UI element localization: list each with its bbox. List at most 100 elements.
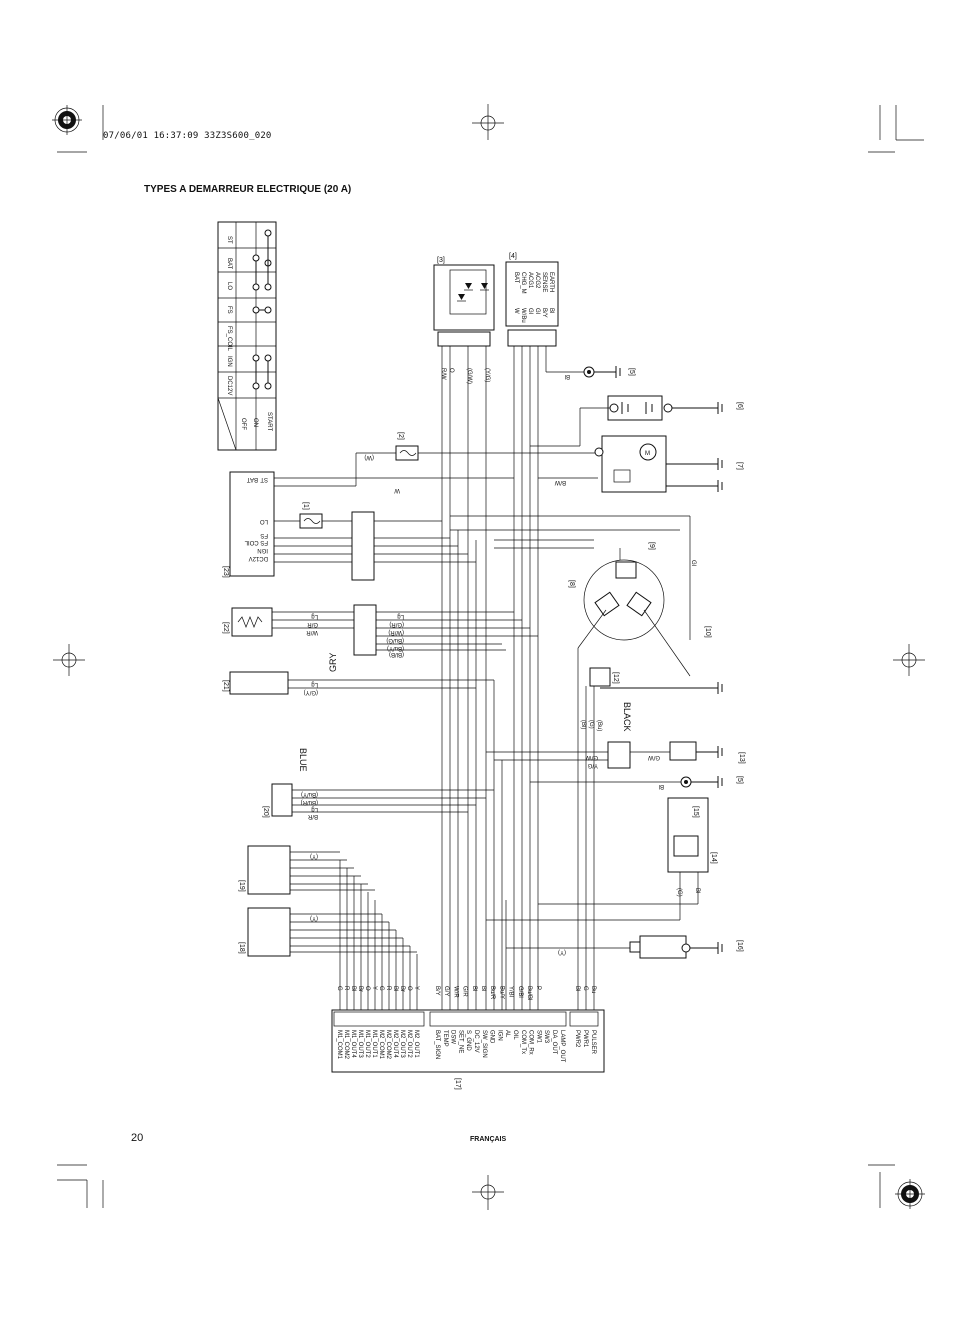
connector-gry-label: GRY (328, 653, 338, 672)
wire-label: (G/W) (466, 368, 472, 384)
ecu-pin-label: M1_OUT4 (350, 1030, 356, 1058)
page-number: 20 (131, 1132, 144, 1144)
table-col-fs: FS (226, 306, 232, 314)
wire-label: Bl (659, 783, 664, 789)
callout-20: [20] (262, 806, 269, 818)
ecu-pin-label: M1_OUT1 (371, 1030, 377, 1058)
ecu-pin-label: GND (489, 1030, 495, 1044)
ecu-pin-label: M1_OUT2 (364, 1030, 370, 1058)
table-row-start: START (266, 412, 272, 431)
ecu-pin-label: M2_OUT3 (399, 1030, 405, 1058)
callout-12: [12] (612, 672, 619, 684)
callout-22: [22] (222, 622, 229, 634)
wire-label: (Bu) (596, 720, 602, 731)
table-row-off: OFF (240, 418, 246, 430)
wire-label: Bl (565, 373, 570, 379)
ecu-pin-label: OIL (512, 1030, 518, 1040)
wire-label: (Y/G) (484, 368, 490, 382)
ecu-wire-label: R (343, 986, 349, 991)
component-20-blue-connector: BLUE [20] (262, 748, 308, 818)
ecu-wire-label: Bl (574, 986, 580, 991)
wire-label: Lg (397, 613, 404, 619)
callout-5: [5] (628, 368, 635, 376)
ignition-switch-table: ST BAT LO FS FS_COIL IGN DC12V OFF ON ST… (217, 221, 277, 451)
callout-2: [2] (397, 432, 404, 440)
ecu-wire-label: Y (413, 986, 419, 990)
table-row-on: ON (252, 418, 258, 427)
wire-label: B/R (307, 813, 318, 819)
ecu-wire-label: B/Y (434, 986, 440, 996)
component-23-ignition-switch: [23] BAT ST LO FS FS COIL IGN DC12V (222, 471, 275, 578)
ecu-pin-label: SW3 (543, 1030, 549, 1044)
component-12: [12] (589, 667, 619, 687)
ecu-wire-label: W/R (452, 986, 458, 998)
ecu-wire-label: O (406, 986, 412, 991)
wire-label: (Bl) (580, 720, 586, 729)
wire-label: R/W (440, 368, 446, 380)
ecu-wire-label: R (385, 986, 391, 991)
wire-label: Bl (694, 888, 700, 893)
callout-19: [19] (238, 880, 245, 892)
ecu-pin-label: PULSER (590, 1030, 596, 1055)
terminal-label: BAT (513, 272, 519, 284)
terminal-label: CHG_M (520, 272, 526, 294)
wire-label: O (448, 368, 454, 373)
ecu-pin-label: PWR1 (582, 1030, 588, 1048)
callout-1: [1] (302, 502, 309, 510)
fuse-icon: [1] (299, 502, 323, 529)
connector-block (351, 511, 375, 581)
wire-label: W (394, 487, 400, 493)
component-16: [16] (629, 935, 743, 959)
callout-23: [23] (222, 566, 229, 578)
ecu-wire-label: G (378, 986, 384, 991)
callout-14: [14] (710, 852, 717, 864)
ecu-pin-label: DA_OUT (551, 1030, 557, 1055)
battery-icon (621, 402, 653, 414)
callout-15: [15] (692, 806, 699, 818)
table-col-bat: BAT (226, 258, 232, 270)
table-col-dc12v: DC12V (226, 376, 232, 395)
crop-mark-icon (57, 105, 924, 1208)
ecu-pin-label: M1_COM1 (336, 1030, 342, 1060)
terminal-label: SENSE (541, 272, 547, 292)
ecu-wire-label: G/Y (443, 986, 449, 996)
ecu-pin-label: SW_SIGN (481, 1030, 487, 1058)
ecu-wire-label: Bl (350, 986, 356, 991)
ground-icon (594, 366, 723, 954)
ecu-wire-label: G (336, 986, 342, 991)
component-13: [13] (669, 741, 745, 764)
terminal-label: BAT (246, 476, 258, 482)
wire-labels: (W) W B/W Bl Gl G/W Y/G G/W (Bl) (G) (Bu… (301, 373, 700, 955)
wire-label: B/W (554, 479, 566, 485)
diode-icon (457, 283, 489, 302)
ecu-pin-label: TEMP (442, 1030, 448, 1047)
ecu-wire-label: Bl (471, 986, 477, 991)
ecu-pin-label: BAT_SIGN (434, 1030, 440, 1059)
ecu-wire-label: O (364, 986, 370, 991)
ecu-pin-label: M2_COM2 (385, 1030, 391, 1060)
wire-label: (G/R) (389, 621, 404, 627)
wire-label: (G) (676, 888, 682, 897)
ecu-pin-label: SET_NE (457, 1030, 463, 1053)
wire-label: G/R (307, 621, 318, 627)
ecu-wire-label: G/Bl (517, 986, 523, 998)
terminal-label: DC12V (249, 555, 268, 561)
wire-label: W (513, 308, 519, 314)
wire-label: W/Bu (520, 308, 526, 323)
component-19: [19] (238, 845, 291, 895)
wire-label: (Y) (558, 949, 566, 955)
wire-label: Lg (311, 806, 318, 812)
component-8-9-10-switches: [9] [8] [10] (568, 542, 711, 641)
component-6-battery: [6] (607, 395, 743, 421)
wire-label: Gl (527, 308, 533, 314)
callout-6: [6] (736, 402, 743, 410)
wire-label: (Bu/Y) (301, 791, 318, 797)
ecu-pin-label: M2_OUT4 (392, 1030, 398, 1058)
page-title: TYPES A DEMARREUR ELECTRIQUE (20 A) (144, 184, 352, 195)
wire-label: B/Y (541, 308, 547, 318)
ecu-wire-label: Y (371, 986, 377, 990)
registration-mark-icon (52, 105, 82, 135)
callout-4: [4] (509, 253, 517, 260)
wire-label: (Bu/R) (301, 799, 318, 805)
